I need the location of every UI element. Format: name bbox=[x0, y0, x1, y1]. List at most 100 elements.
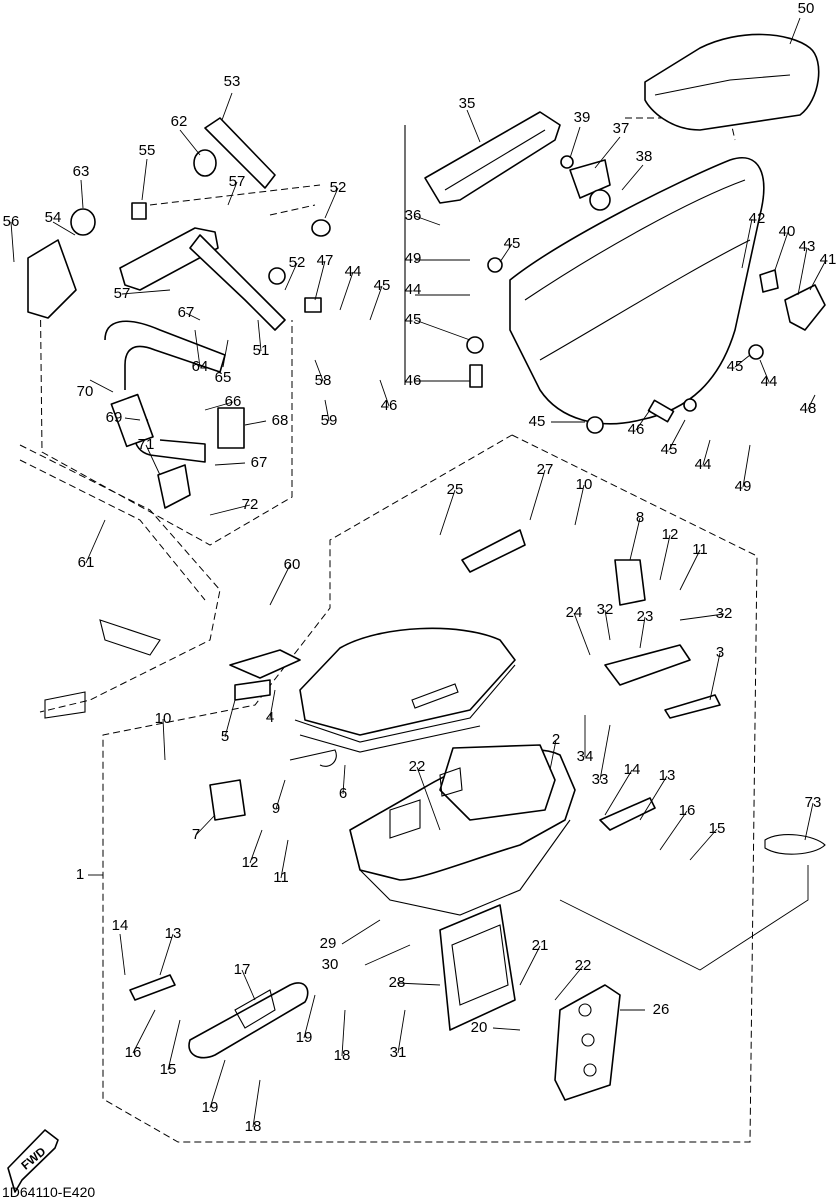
callout-44: 44 bbox=[695, 456, 712, 473]
callout-45: 45 bbox=[405, 311, 422, 328]
callout-57: 57 bbox=[229, 173, 246, 190]
callout-42: 42 bbox=[749, 210, 766, 227]
callout-54: 54 bbox=[45, 209, 62, 226]
callout-35: 35 bbox=[459, 95, 476, 112]
callout-2: 2 bbox=[552, 731, 560, 748]
callout-61: 61 bbox=[78, 554, 95, 571]
callout-25: 25 bbox=[447, 481, 464, 498]
callout-18: 18 bbox=[334, 1047, 351, 1064]
callout-67: 67 bbox=[251, 454, 268, 471]
callout-45: 45 bbox=[374, 277, 391, 294]
callout-45: 45 bbox=[504, 235, 521, 252]
saddlebag-body bbox=[349, 744, 576, 916]
frame-bracket-assembly bbox=[27, 117, 331, 509]
callout-52: 52 bbox=[330, 179, 347, 196]
group-boundaries bbox=[39, 117, 758, 1143]
drawing-code: 1D64110-E420 bbox=[2, 1184, 95, 1200]
callout-46: 46 bbox=[628, 421, 645, 438]
callout-44: 44 bbox=[345, 263, 362, 280]
callout-64: 64 bbox=[192, 358, 209, 375]
callout-51: 51 bbox=[253, 342, 270, 359]
callout-3: 3 bbox=[716, 644, 724, 661]
callout-45: 45 bbox=[727, 358, 744, 375]
callout-45: 45 bbox=[529, 413, 546, 430]
callout-12: 12 bbox=[662, 526, 679, 543]
callout-53: 53 bbox=[224, 73, 241, 90]
callout-46: 46 bbox=[381, 397, 398, 414]
callout-72: 72 bbox=[242, 496, 259, 513]
callout-5: 5 bbox=[221, 728, 229, 745]
callout-57: 57 bbox=[114, 285, 131, 302]
callout-36: 36 bbox=[405, 207, 422, 224]
callout-32: 32 bbox=[716, 605, 733, 622]
callout-10: 10 bbox=[576, 476, 593, 493]
callout-1: 1 bbox=[76, 866, 84, 883]
callout-47: 47 bbox=[317, 252, 334, 269]
callout-73: 73 bbox=[805, 794, 822, 811]
leader-lines bbox=[10, 17, 827, 1128]
callout-13: 13 bbox=[165, 925, 182, 942]
callout-52: 52 bbox=[289, 254, 306, 271]
callout-4: 4 bbox=[266, 709, 274, 726]
callout-60: 60 bbox=[284, 556, 301, 573]
fwd-direction-arrow: FWD bbox=[7, 1129, 59, 1193]
callout-66: 66 bbox=[225, 393, 242, 410]
callout-31: 31 bbox=[390, 1044, 407, 1061]
callout-68: 68 bbox=[272, 412, 289, 429]
callout-48: 48 bbox=[800, 400, 817, 417]
callout-70: 70 bbox=[77, 383, 94, 400]
callout-14: 14 bbox=[112, 917, 129, 934]
callout-30: 30 bbox=[322, 956, 339, 973]
saddlebag-cover bbox=[294, 627, 516, 753]
hinge-arm bbox=[188, 982, 309, 1059]
callout-34: 34 bbox=[577, 748, 594, 765]
callout-59: 59 bbox=[321, 412, 338, 429]
callout-16: 16 bbox=[679, 802, 696, 819]
callout-58: 58 bbox=[315, 372, 332, 389]
callout-28: 28 bbox=[389, 974, 406, 991]
callout-71: 71 bbox=[138, 436, 155, 453]
callout-37: 37 bbox=[613, 120, 630, 137]
callout-44: 44 bbox=[761, 373, 778, 390]
small-parts bbox=[129, 155, 826, 1001]
callout-11: 11 bbox=[273, 869, 289, 886]
callout-49: 49 bbox=[735, 478, 752, 495]
callout-49: 49 bbox=[405, 250, 422, 267]
callout-44: 44 bbox=[405, 281, 422, 298]
callout-65: 65 bbox=[215, 369, 232, 386]
hinge-rail bbox=[404, 111, 561, 385]
callout-14: 14 bbox=[624, 761, 641, 778]
callout-12: 12 bbox=[242, 854, 259, 871]
callout-56: 56 bbox=[3, 213, 20, 230]
callout-32: 32 bbox=[597, 601, 614, 618]
saddlebag-lid bbox=[509, 33, 820, 425]
callout-9: 9 bbox=[272, 800, 280, 817]
callout-26: 26 bbox=[653, 1001, 670, 1018]
callout-20: 20 bbox=[471, 1019, 488, 1036]
callout-6: 6 bbox=[339, 785, 347, 802]
callout-22: 22 bbox=[409, 758, 426, 775]
callout-22: 22 bbox=[575, 957, 592, 974]
callout-40: 40 bbox=[779, 223, 796, 240]
callout-15: 15 bbox=[709, 820, 726, 837]
callout-21: 21 bbox=[532, 937, 549, 954]
callout-63: 63 bbox=[73, 163, 90, 180]
callout-50: 50 bbox=[798, 0, 815, 17]
callout-19: 19 bbox=[296, 1029, 313, 1046]
callout-18: 18 bbox=[245, 1118, 262, 1135]
callout-67: 67 bbox=[178, 304, 195, 321]
callout-69: 69 bbox=[106, 409, 123, 426]
callout-46: 46 bbox=[405, 372, 422, 389]
callout-39: 39 bbox=[574, 109, 591, 126]
callout-27: 27 bbox=[537, 461, 554, 478]
callout-16: 16 bbox=[125, 1044, 142, 1061]
callout-labels: 50 53 35 39 37 38 62 55 57 63 52 36 56 5… bbox=[3, 0, 837, 1135]
callout-33: 33 bbox=[592, 771, 609, 788]
callout-7: 7 bbox=[192, 826, 200, 843]
callout-24: 24 bbox=[566, 604, 583, 621]
callout-43: 43 bbox=[799, 238, 816, 255]
callout-15: 15 bbox=[160, 1061, 177, 1078]
callout-38: 38 bbox=[636, 148, 653, 165]
callout-11: 11 bbox=[692, 541, 708, 558]
